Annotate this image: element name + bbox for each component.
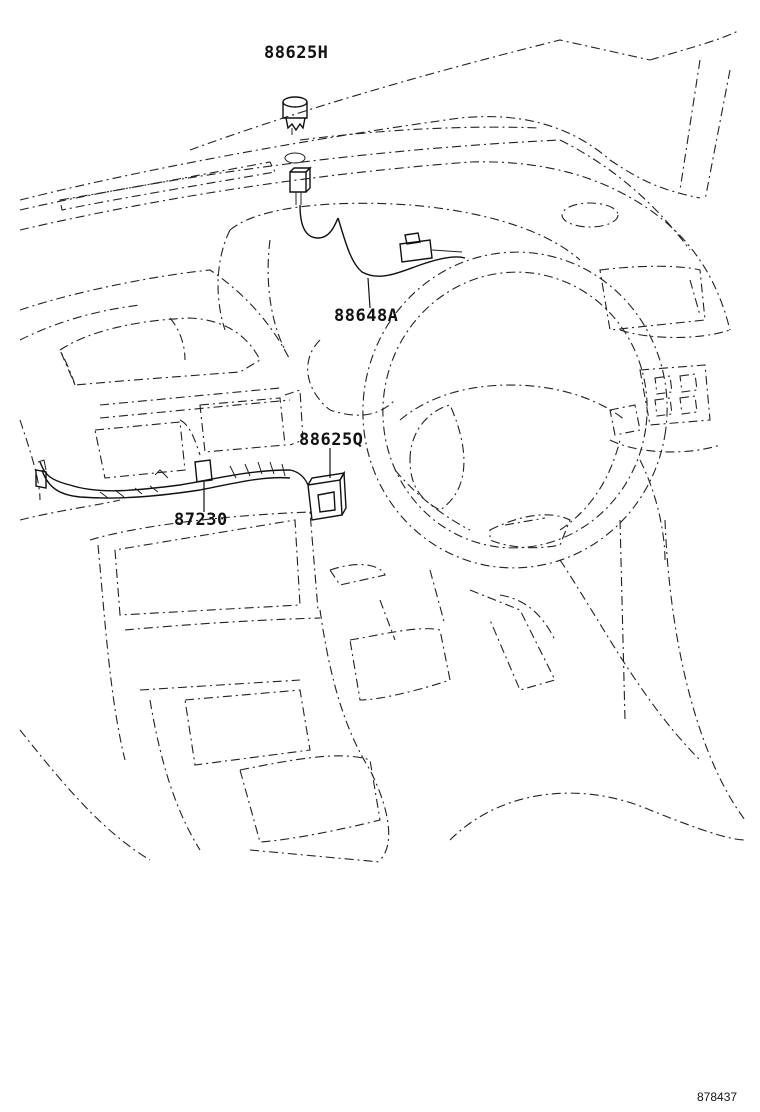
dashboard-top-panel — [19, 126, 731, 331]
right-dashboard-panel — [329, 265, 746, 841]
label-87230: 87230 — [174, 510, 228, 530]
part-88625h-clip — [282, 96, 308, 135]
part-88648a-sensor-harness — [299, 204, 466, 277]
label-88625q: 88625Q — [299, 430, 364, 450]
steering-column-and-pedals — [349, 569, 556, 701]
leader-lines — [203, 277, 371, 512]
steering-wheel — [362, 251, 668, 569]
part-87230-harness — [35, 459, 309, 499]
diagram-reference-code: 878437 — [697, 1090, 738, 1104]
left-dashboard-face — [19, 269, 304, 521]
meter-hood — [217, 202, 581, 416]
label-88648a: 88648A — [334, 306, 399, 326]
label-88625h: 88625H — [264, 43, 329, 63]
part-88625h-sensor-body — [284, 152, 312, 205]
center-console — [19, 511, 390, 863]
part-88625q-connector — [307, 470, 347, 521]
windshield-outline — [19, 29, 741, 201]
